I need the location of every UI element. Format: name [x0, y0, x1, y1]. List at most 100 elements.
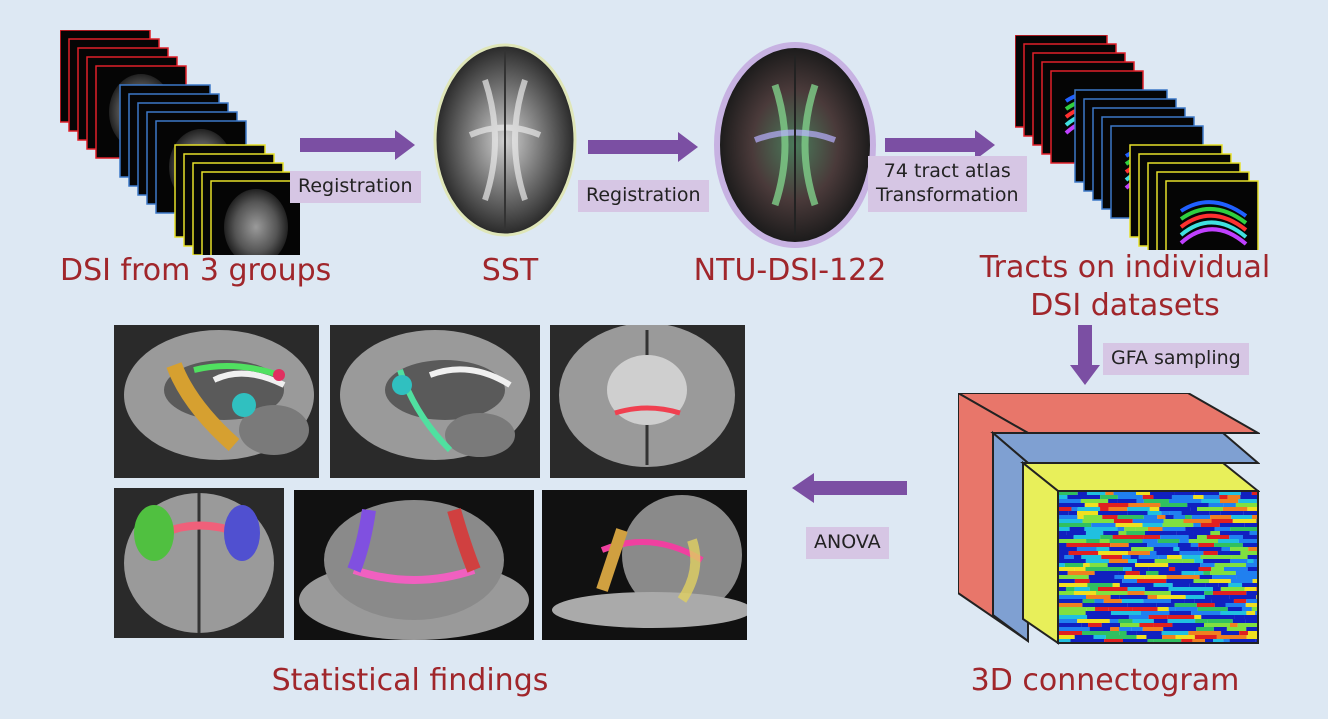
heatmap-cell	[1149, 551, 1157, 556]
heatmap-cell	[1098, 551, 1128, 556]
heatmap-cell	[1203, 551, 1218, 556]
heatmap-cell	[1208, 503, 1224, 508]
heatmap-cell	[1082, 603, 1095, 608]
heatmap-cell	[1121, 599, 1144, 604]
heatmap-cell	[1143, 535, 1161, 540]
heatmap-cell	[1117, 527, 1125, 532]
heatmap-cell	[1128, 543, 1148, 548]
heatmap-cell	[1074, 587, 1090, 592]
heatmap-cell	[1058, 531, 1067, 536]
heatmap-cell	[1140, 611, 1170, 616]
heatmap-cell	[1156, 603, 1175, 608]
heatmap-cell	[1083, 563, 1090, 568]
heatmap-cell	[1066, 531, 1086, 536]
heatmap-cell	[1142, 495, 1154, 500]
registration-label-1: Registration	[290, 171, 421, 203]
heatmap-cell	[1249, 531, 1258, 536]
heatmap-cell	[1127, 511, 1148, 516]
heatmap-cell	[1085, 531, 1104, 536]
heatmap-cell	[1089, 563, 1108, 568]
heatmap-cell	[1086, 539, 1100, 544]
heatmap-cell	[1190, 543, 1199, 548]
gfa-sampling-label: GFA sampling	[1103, 343, 1249, 375]
heatmap-cell	[1211, 567, 1224, 572]
heatmap-cell	[1181, 511, 1210, 516]
heatmap-cell	[1110, 595, 1120, 600]
heatmap-cell	[1162, 523, 1194, 528]
heatmap-cell	[1234, 615, 1245, 620]
heatmap-cell	[1074, 579, 1090, 584]
heatmap-cell	[1083, 515, 1103, 520]
heatmap-cell	[1230, 527, 1258, 532]
heatmap-cell	[1219, 499, 1239, 504]
heatmap-cell	[1179, 539, 1189, 544]
heatmap-cell	[1184, 515, 1192, 520]
heatmap-cell	[1196, 627, 1214, 632]
heatmap-cell	[1245, 619, 1258, 624]
heatmap-cell	[1110, 615, 1129, 620]
heatmap-cell	[1058, 571, 1068, 576]
heatmap-cell	[1238, 499, 1257, 504]
heatmap-cell	[1242, 535, 1258, 540]
heatmap-cell	[1113, 491, 1137, 496]
heatmap-cell	[1086, 595, 1111, 600]
tract-fiber	[1179, 200, 1248, 218]
heatmap-cell	[1147, 543, 1178, 548]
heatmap-cell	[1058, 543, 1067, 548]
heatmap-cell	[1219, 523, 1245, 528]
heatmap-cell	[1100, 495, 1118, 500]
heatmap-cell	[1094, 571, 1119, 576]
heatmap-cell	[1167, 615, 1195, 620]
heatmap-cell	[1229, 639, 1256, 644]
tract-image-stacks	[1015, 35, 1259, 250]
heatmap-cell	[1201, 499, 1220, 504]
heatmap-cell	[1117, 495, 1143, 500]
heatmap-cell	[1147, 639, 1154, 644]
heatmap-cell	[1101, 623, 1121, 628]
heatmap-cell	[1058, 491, 1078, 496]
heatmap-cell	[1123, 567, 1132, 572]
heatmap-cell	[1221, 547, 1231, 552]
heatmap-cell	[1240, 495, 1258, 500]
heatmap-cell	[1132, 619, 1154, 624]
heatmap-cell	[1210, 515, 1232, 520]
heatmap-cell	[1182, 559, 1195, 564]
heatmap-cell	[1203, 495, 1220, 500]
caption-connectogram: 3D connectogram	[970, 663, 1240, 698]
heatmap-cell	[1084, 527, 1118, 532]
heatmap-cell	[1110, 543, 1129, 548]
heatmap-cell	[1067, 495, 1101, 500]
heatmap-cell	[1143, 599, 1171, 604]
heatmap-cell	[1082, 631, 1091, 636]
heatmap-cell	[1247, 559, 1254, 564]
heatmap-cell	[1135, 563, 1169, 568]
heatmap-cell	[1219, 531, 1250, 536]
heatmap-cell	[1148, 567, 1169, 572]
heatmap-cell	[1127, 603, 1157, 608]
heatmap-cell	[1195, 619, 1208, 624]
heatmap-cell	[1058, 495, 1068, 500]
finding-3d-axial	[294, 490, 534, 640]
heatmap-cell	[1058, 499, 1081, 504]
heatmap-cell	[1101, 555, 1123, 560]
heatmap-cell	[1130, 555, 1139, 560]
heatmap-cell	[1238, 539, 1258, 544]
heatmap-cell	[1107, 563, 1136, 568]
heatmap-cell	[1144, 575, 1167, 580]
heatmap-cell	[1126, 531, 1145, 536]
heatmap-cell	[1158, 555, 1167, 560]
ntu-dsi-122-brain-image	[714, 42, 876, 248]
heatmap-cell	[1108, 607, 1133, 612]
heatmap-cell	[1107, 567, 1124, 572]
heatmap-cell	[1058, 551, 1069, 556]
heatmap-cell	[1148, 555, 1159, 560]
atlas-transform-arrow	[885, 130, 995, 160]
heatmap-cell	[1191, 611, 1221, 616]
heatmap-cell	[1223, 639, 1230, 644]
heatmap-cell	[1058, 603, 1083, 608]
heatmap-cell	[1146, 635, 1163, 640]
heatmap-cell	[1246, 611, 1256, 616]
heatmap-cell	[1252, 515, 1258, 520]
heatmap-cell	[1112, 535, 1144, 540]
heatmap-cell	[1100, 507, 1109, 512]
